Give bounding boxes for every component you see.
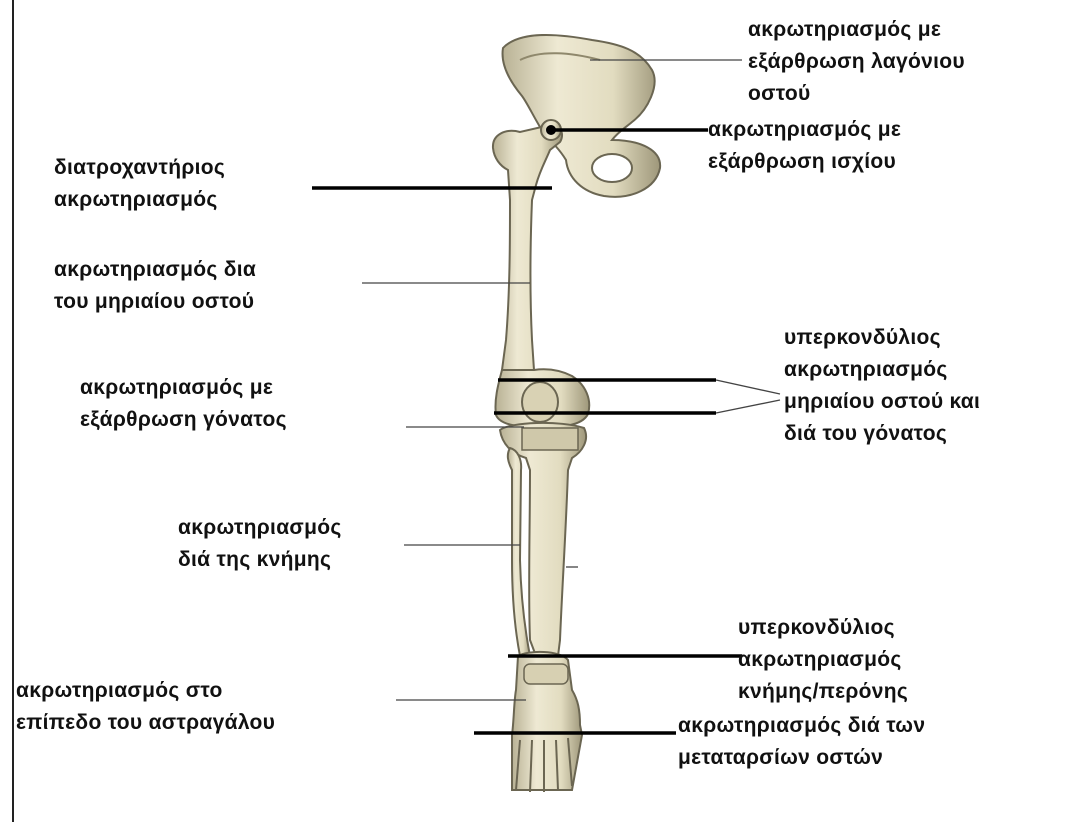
- foot-bones: [512, 652, 582, 792]
- tibia-fibula-bones: [500, 423, 586, 656]
- hip-marker-dot: [546, 125, 556, 135]
- leader-supracondylar-top: [716, 380, 780, 394]
- leader-supracondylar-bottom: [716, 400, 780, 413]
